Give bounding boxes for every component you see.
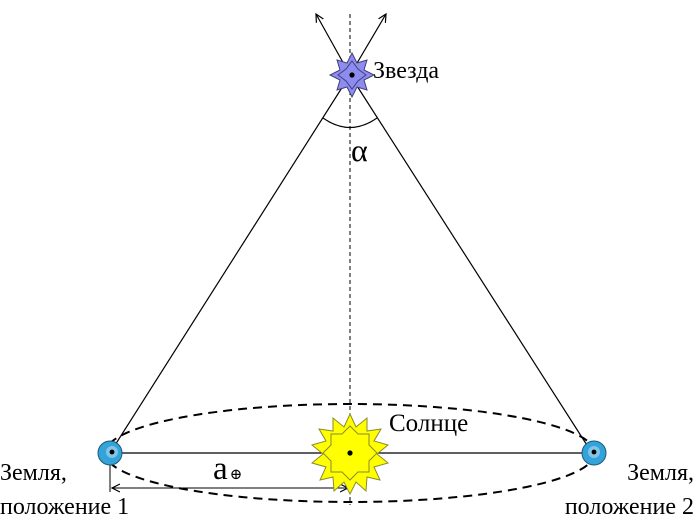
sun-icon	[310, 412, 390, 496]
earth-position-1-icon	[97, 440, 123, 466]
earth-position-2-label-line-2: положение 2	[564, 494, 694, 520]
angle-arc	[322, 117, 378, 129]
distance-label: a⊕	[213, 451, 242, 488]
distance-symbol: a	[213, 451, 228, 487]
earth-position-1-label-line-1: Земля,	[0, 460, 67, 486]
earth-position-2-icon	[581, 440, 607, 466]
star-label: Звезда	[373, 58, 440, 84]
sight-line-2	[349, 74, 593, 454]
angle-label: α	[351, 132, 368, 168]
distance-subscript: ⊕	[229, 467, 243, 483]
sun-label: Солнце	[389, 410, 469, 437]
star-icon	[328, 51, 376, 99]
sight-line-1	[109, 74, 351, 454]
earth-position-1-label: Земля, положение 1	[0, 456, 129, 524]
earth-position-1-label-line-2: положение 1	[0, 494, 130, 520]
earth-position-2-label-line-1: Земля,	[627, 460, 694, 486]
earth-position-2-label: Земля, положение 2	[565, 456, 694, 524]
